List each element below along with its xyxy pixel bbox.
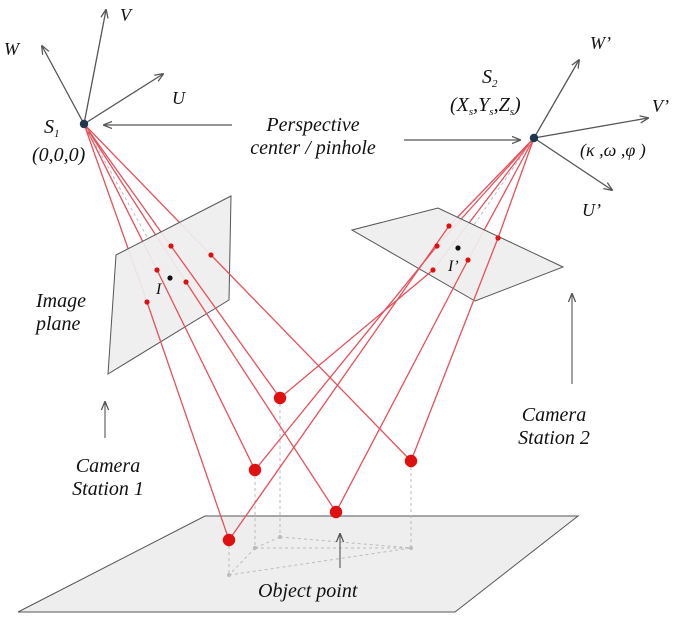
perspective-label-line2: center / pinhole xyxy=(250,137,376,159)
image-plane-label-line2: plane xyxy=(36,313,81,335)
image-plane-label: Image plane xyxy=(36,290,86,336)
image-plane-label-line1: Image xyxy=(36,290,86,312)
camera-station-2-line1: Camera xyxy=(521,404,587,426)
s1-label: S1 xyxy=(44,116,60,140)
s2-label: S2 xyxy=(482,66,498,90)
image-points-left xyxy=(144,243,214,305)
principal-point-left xyxy=(167,275,173,281)
ground-plane xyxy=(17,515,580,613)
image-plane-right xyxy=(350,207,565,302)
object-point-label: Object point xyxy=(258,580,358,602)
camera-station-1-line1: Camera xyxy=(75,455,141,477)
perspective-label-line1: Perspective xyxy=(266,114,360,136)
axis-label-v-right: V’ xyxy=(652,96,669,116)
image-plane-left xyxy=(107,195,232,375)
camera-station-2-label: Camera Station 2 xyxy=(494,404,614,450)
optical-axis-right xyxy=(457,137,535,249)
image-point-label-left: I xyxy=(156,281,162,298)
perspective-center-s2 xyxy=(529,133,539,143)
image-points-right xyxy=(430,223,501,273)
camera-station-1-line2: Station 1 xyxy=(72,478,144,500)
principal-point-right xyxy=(455,245,461,251)
s2-coordinates: (Xs,Ys,Zs) xyxy=(450,94,521,118)
image-point-label-right: I’ xyxy=(448,258,459,275)
axis-label-u-right: U’ xyxy=(582,200,601,220)
axis-label-u-left: U xyxy=(172,88,185,108)
camera-station-2-line2: Station 2 xyxy=(518,427,590,449)
s1-coordinates: (0,0,0) xyxy=(32,144,86,166)
axis-label-w-left: W xyxy=(4,39,19,59)
axis-label-w-right: W’ xyxy=(590,33,611,53)
object-points xyxy=(222,391,418,547)
camera-station-1-label: Camera Station 1 xyxy=(48,455,168,501)
orientation-angles: (κ ,ω ,φ ) xyxy=(580,140,646,160)
axes-right xyxy=(533,60,648,190)
axis-label-v-left: V xyxy=(120,5,131,25)
ground-dots xyxy=(227,535,413,577)
dashed-projections xyxy=(228,398,412,576)
perspective-center-label: Perspective center / pinhole xyxy=(226,114,400,160)
axes-left xyxy=(42,10,163,125)
rays-lower xyxy=(146,225,499,541)
perspective-center-s1 xyxy=(79,119,89,129)
